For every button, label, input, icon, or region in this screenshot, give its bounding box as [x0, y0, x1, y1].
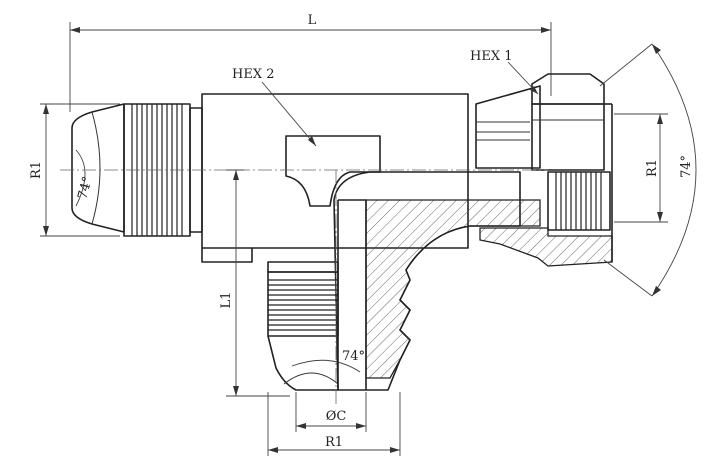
dimension-l: L: [69, 13, 552, 112]
dimension-r1-bottom: R1: [267, 392, 401, 456]
hex1-label: HEX 1: [470, 49, 513, 64]
angle-left: 74°: [75, 149, 96, 207]
dimension-l-label: L: [308, 13, 317, 28]
dimension-bore-label: ØC: [326, 409, 347, 424]
dimension-r1-right: R1: [614, 113, 668, 223]
bottom-thread: [268, 279, 338, 331]
dimension-l1-label: L1: [219, 292, 234, 309]
angle-right: 74°: [599, 43, 697, 297]
tee-body: [201, 93, 469, 273]
angle-bottom-label: 74°: [342, 349, 365, 364]
dimension-r1-left-label: R1: [29, 161, 44, 179]
elbow-section: [333, 171, 541, 391]
dimension-r1-bottom-label: R1: [325, 435, 343, 450]
right-thread: [555, 172, 602, 230]
hex2-label: HEX 2: [232, 67, 275, 82]
dimension-r1-left: R1: [29, 103, 120, 237]
angle-left-label: 74°: [75, 175, 95, 201]
right-swivel-nut: [475, 73, 613, 267]
dimension-r1-right-label: R1: [645, 159, 660, 177]
center-lines: [60, 169, 548, 404]
hex1-callout: HEX 1: [470, 49, 539, 95]
bottom-branch: 74°: [267, 271, 365, 391]
dimension-bore: ØC: [295, 392, 367, 432]
hex2-callout: HEX 2: [232, 67, 317, 147]
angle-right-label: 74°: [679, 155, 694, 178]
dimension-l1: L1: [219, 169, 290, 397]
